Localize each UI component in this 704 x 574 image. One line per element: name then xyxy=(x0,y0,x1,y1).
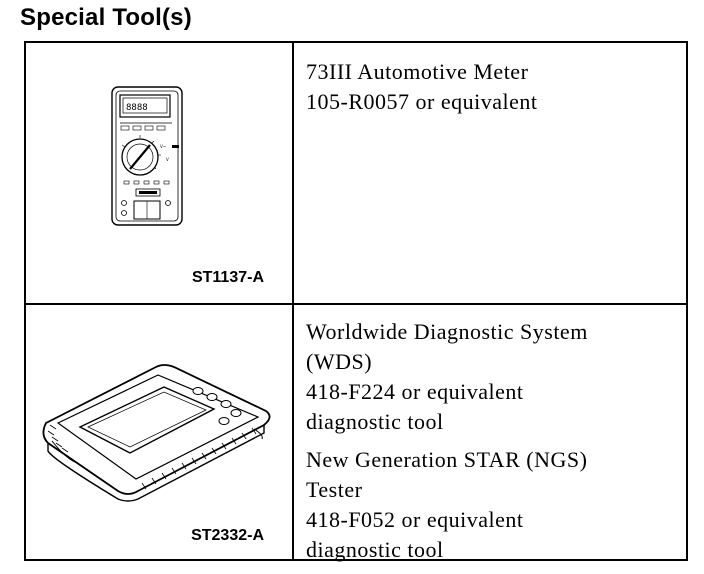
tool-id-code: ST2332-A xyxy=(191,527,264,544)
tool-description: Worldwide Diagnostic System (WDS) 418-F2… xyxy=(306,317,676,565)
tool-abbreviation: (WDS) xyxy=(306,349,373,374)
tool-illustration-cell: 8888 V~ V xyxy=(26,43,294,303)
multimeter-icon: 8888 V~ V xyxy=(111,86,183,226)
special-tools-table: 8888 V~ V xyxy=(24,41,688,562)
tool-part-number: 418-F052 or equivalent xyxy=(306,507,524,532)
tool-part-number: 105-R0057 or equivalent xyxy=(306,89,538,114)
tool-description: 73III Automotive Meter 105-R0057 or equi… xyxy=(306,57,676,117)
tool-type: diagnostic tool xyxy=(306,537,444,562)
tool-row-meter: 8888 V~ V xyxy=(26,43,686,303)
svg-text:V~: V~ xyxy=(160,144,166,149)
tool-name: New Generation STAR (NGS) xyxy=(306,447,588,472)
tool-row-diagnostic: ST2332-A Worldwide Diagnostic System (WD… xyxy=(26,303,686,562)
section-heading: Special Tool(s) xyxy=(20,4,192,31)
svg-text:V: V xyxy=(166,157,169,162)
tool-name: Worldwide Diagnostic System xyxy=(306,319,588,344)
tool-illustration-cell: ST2332-A xyxy=(26,305,294,559)
diagnostic-tablet-icon xyxy=(42,364,271,502)
tool-part-number: 418-F224 or equivalent xyxy=(306,379,524,404)
tool-id-code: ST1137-A xyxy=(191,269,264,286)
svg-text:8888: 8888 xyxy=(126,103,148,113)
tool-name: 73III Automotive Meter xyxy=(306,59,529,84)
tool-abbreviation: Tester xyxy=(306,477,363,502)
tool-type: diagnostic tool xyxy=(306,409,444,434)
